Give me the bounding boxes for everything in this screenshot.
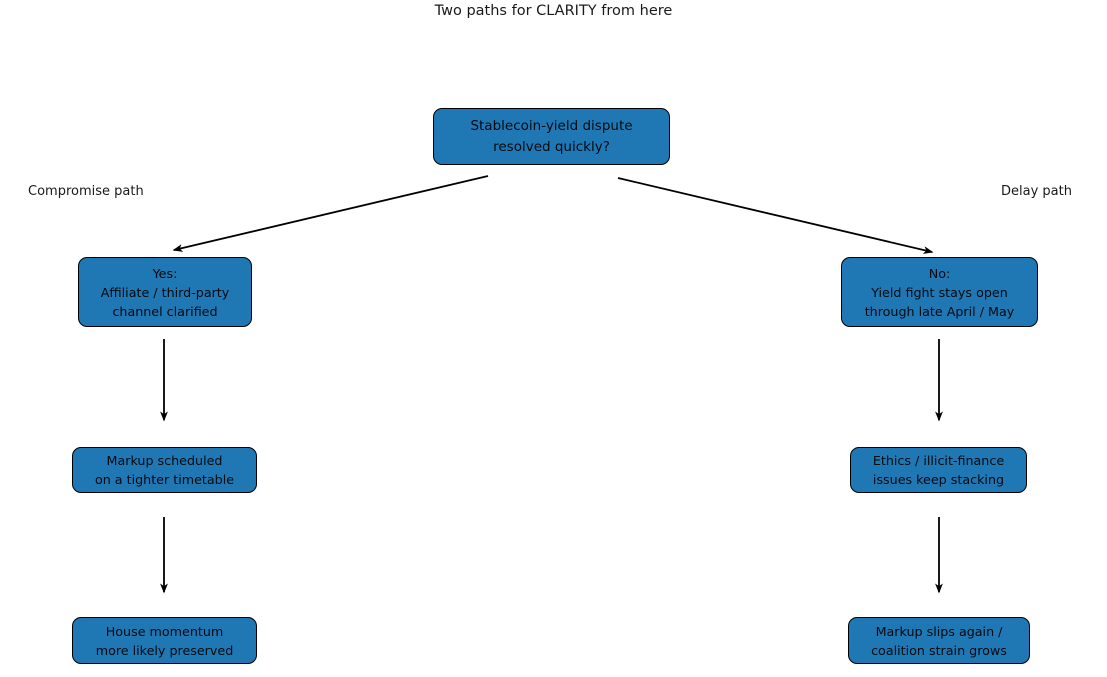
diagram-title: Two paths for CLARITY from here xyxy=(434,3,673,19)
arrow-root-to-no xyxy=(617,177,934,254)
branch-label-compromise-path: Compromise path xyxy=(28,184,144,199)
node-root-question: Stablecoin-yield dispute resolved quickl… xyxy=(433,108,670,165)
node-ethics-issues-stacking: Ethics / illicit-finance issues keep sta… xyxy=(850,447,1027,493)
node-markup-slips-coalition-strain: Markup slips again / coalition strain gr… xyxy=(848,617,1030,664)
arrow-root-to-yes xyxy=(172,175,489,252)
node-markup-tighter-timetable: Markup scheduled on a tighter timetable xyxy=(72,447,257,493)
branch-label-delay-path: Delay path xyxy=(1001,184,1072,199)
node-no-outcome: No: Yield fight stays open through late … xyxy=(841,257,1038,327)
node-yes-outcome: Yes: Affiliate / third-party channel cla… xyxy=(78,257,252,327)
node-house-momentum-preserved: House momentum more likely preserved xyxy=(72,617,257,664)
